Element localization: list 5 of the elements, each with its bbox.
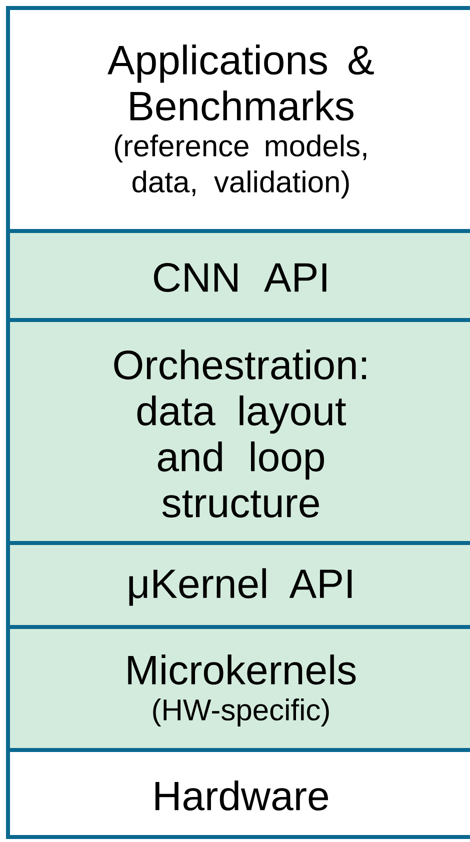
layer-band: Microkernels (HW-specific): [6, 625, 470, 752]
layer-band: Hardware: [6, 748, 470, 839]
layer-band: CNN API: [6, 229, 470, 322]
layer-band: Applications & Benchmarks (reference models, data, validation): [6, 6, 470, 233]
layer-band: μKernel API: [6, 541, 470, 629]
